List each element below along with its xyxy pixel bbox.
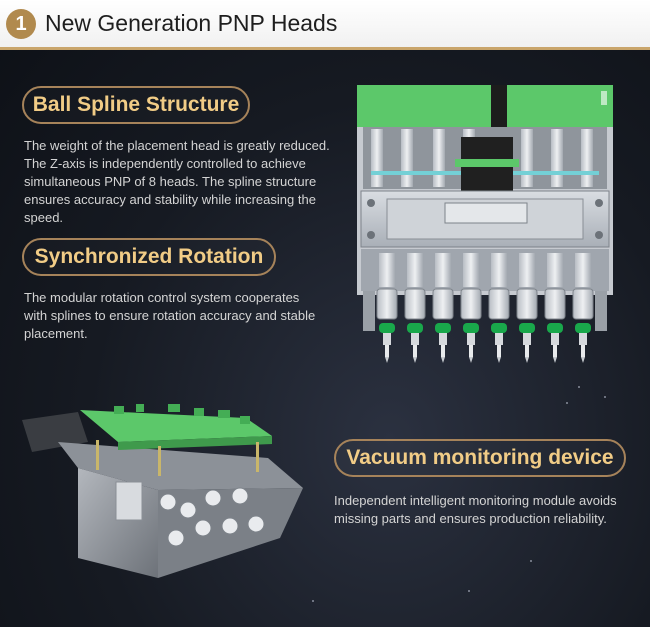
star-decoration bbox=[312, 600, 314, 602]
ball-spline-title: Ball Spline Structure bbox=[22, 86, 250, 124]
vacuum-module-illustration bbox=[22, 404, 303, 578]
vacuum-description: Independent intelligent monitoring modul… bbox=[334, 492, 644, 528]
ball-spline-line: simultaneous PNP of 8 heads. The spline … bbox=[24, 174, 317, 189]
sync-rotation-description: The modular rotation control system coop… bbox=[24, 289, 344, 343]
vacuum-line: Independent intelligent monitoring modul… bbox=[334, 493, 617, 508]
placement-head-illustration bbox=[357, 85, 613, 363]
star-decoration bbox=[530, 560, 532, 562]
star-decoration bbox=[468, 590, 470, 592]
page-header: 1 New Generation PNP Heads bbox=[0, 0, 650, 50]
sync-rotation-title: Synchronized Rotation bbox=[22, 238, 276, 276]
section-number-badge: 1 bbox=[6, 9, 36, 39]
ball-spline-line: The weight of the placement head is grea… bbox=[24, 138, 330, 153]
ball-spline-line: ensures accuracy and stability while inc… bbox=[24, 192, 316, 207]
star-decoration bbox=[578, 386, 580, 388]
star-decoration bbox=[604, 396, 606, 398]
star-decoration bbox=[566, 402, 568, 404]
ball-spline-line: speed. bbox=[24, 210, 64, 225]
vacuum-title: Vacuum monitoring device bbox=[334, 439, 626, 477]
sync-rotation-line: The modular rotation control system coop… bbox=[24, 290, 300, 305]
ball-spline-description: The weight of the placement head is grea… bbox=[24, 137, 344, 227]
page-title: New Generation PNP Heads bbox=[45, 10, 338, 36]
sync-rotation-line: placement. bbox=[24, 326, 88, 341]
vacuum-line: missing parts and ensures production rel… bbox=[334, 511, 607, 526]
sync-rotation-line: with splines to ensure rotation accuracy… bbox=[24, 308, 316, 323]
ball-spline-line: The Z-axis is independently controlled t… bbox=[24, 156, 306, 171]
